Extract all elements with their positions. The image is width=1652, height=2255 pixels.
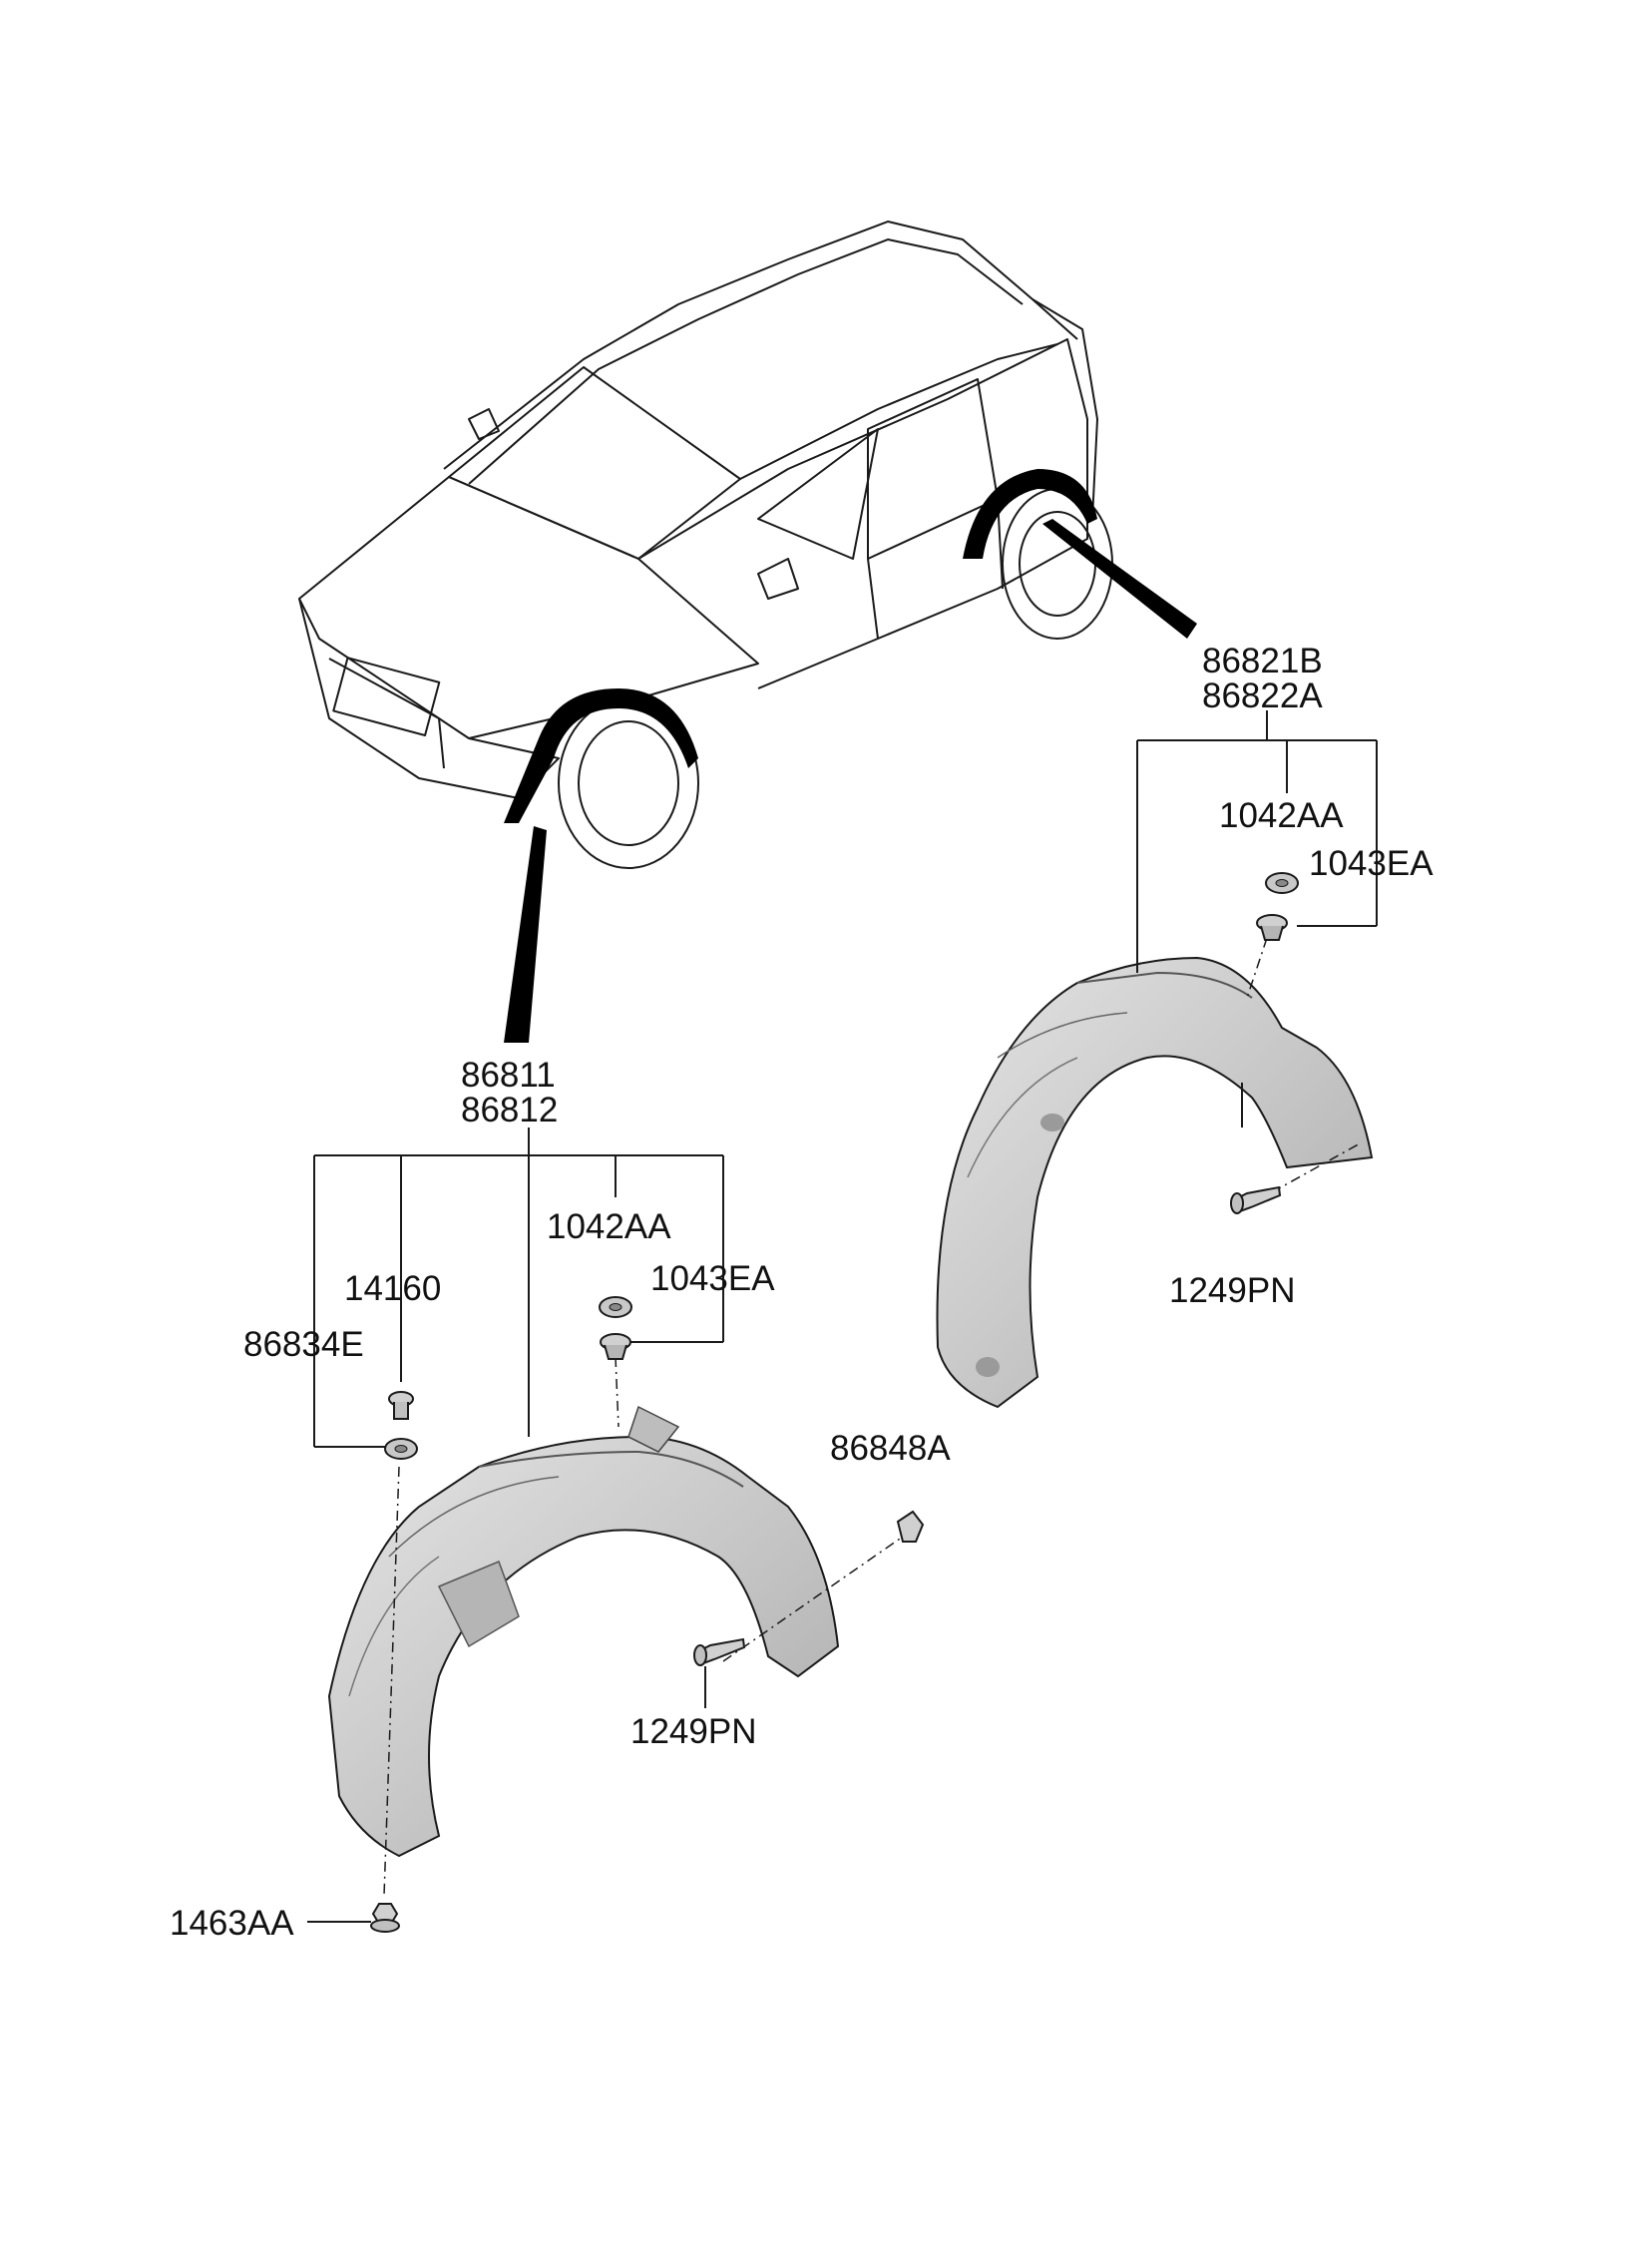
- washer-icon: [599, 1296, 632, 1318]
- part-label-rear-1042aa: 1042AA: [1219, 796, 1344, 835]
- screw-icon: [1230, 1185, 1282, 1214]
- part-label-86811: 86811: [461, 1056, 556, 1095]
- part-label-86821b: 86821B: [1202, 642, 1323, 680]
- washer-icon: [1265, 872, 1299, 894]
- part-label-front-1043ea: 1043EA: [650, 1259, 775, 1298]
- part-label-1463aa: 1463AA: [170, 1904, 294, 1943]
- callout-bands: [504, 519, 1197, 1043]
- part-label-front-1042aa: 1042AA: [547, 1207, 671, 1246]
- front-leader-lines: [307, 1128, 724, 1923]
- part-label-86812: 86812: [461, 1091, 559, 1129]
- front-dashed-lines: [383, 1356, 904, 1897]
- rear-wheel-guard-icon: [936, 956, 1374, 1409]
- rear-leader-lines: [1136, 710, 1378, 1128]
- part-label-14160: 14160: [344, 1269, 442, 1308]
- part-label-front-1249pn: 1249PN: [630, 1712, 757, 1751]
- vehicle-arch-highlights: [504, 469, 1097, 823]
- nut-icon: [1256, 914, 1288, 941]
- screw-icon: [693, 1637, 746, 1666]
- front-wheel-guard-icon: [327, 1405, 840, 1858]
- part-label-86822a: 86822A: [1202, 676, 1323, 715]
- rear-dashed-lines: [1246, 937, 1363, 1193]
- nut-icon: [600, 1333, 631, 1360]
- clip-icon: [896, 1510, 925, 1543]
- washer-icon: [384, 1438, 418, 1460]
- clip-icon: [388, 1391, 414, 1420]
- part-label-86834e: 86834E: [243, 1325, 364, 1364]
- part-label-rear-1043ea: 1043EA: [1309, 844, 1434, 883]
- part-label-86848a: 86848A: [830, 1429, 951, 1468]
- screw-icon: [370, 1903, 400, 1933]
- vehicle-outline-icon: [298, 221, 1113, 869]
- part-label-rear-1249pn: 1249PN: [1169, 1271, 1296, 1310]
